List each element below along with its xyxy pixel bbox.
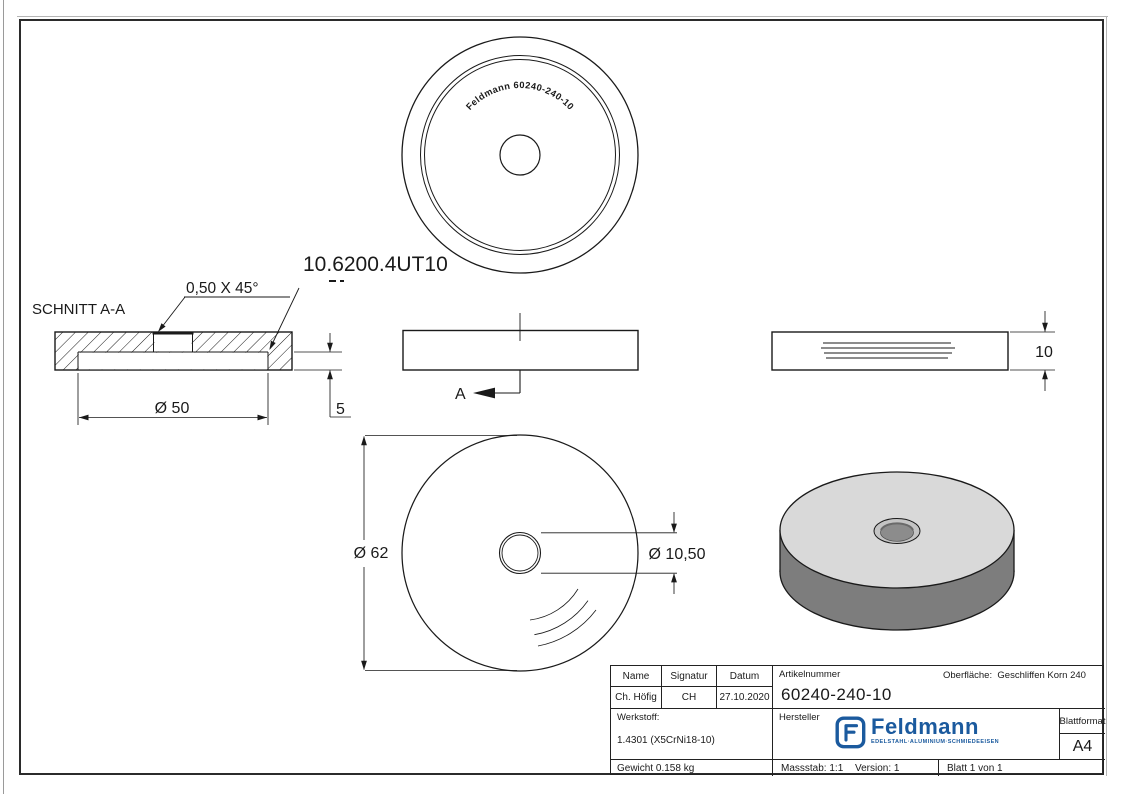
section-title: SCHNITT A-A [32,301,125,318]
grinding-arcs [529,588,597,647]
dim-recess-diameter: Ø 50 [77,373,269,425]
svg-text:Ø 10,50: Ø 10,50 [649,546,706,563]
frame-shadow-top [17,16,1108,17]
weight-value: Gewicht 0.158 kg [617,762,695,774]
top-view: Feldmann 60240-240-10 [401,36,639,274]
section-view: SCHNITT A-A 0,50 X 45° [32,280,351,425]
svg-text:Ø 62: Ø 62 [354,545,389,562]
sheet-number: Blatt 1 von 1 [947,762,1003,774]
title-block: Name Signatur Datum Ch. Höfig CH 27.10.2… [610,665,1105,776]
engraving-arc-text: Feldmann 60240-240-10 [464,80,576,112]
material-cell: Werkstoff: 1.4301 (X5CrNi18-10) [611,709,773,760]
manufacturer-label: Hersteller [779,712,820,723]
material-label: Werkstoff: [617,712,660,723]
section-arrow-label: A [455,386,466,403]
feldmann-logo: Feldmann EDELSTAHL·ALUMINIUM·SCHMIEDEEIS… [835,716,999,749]
surface-value: Geschliffen Korn 240 [997,670,1086,681]
dim-recess-depth: 5 [294,333,351,418]
article-label: Artikelnummer [779,669,841,680]
value-signature: CH [662,687,717,709]
article-cell: Artikelnummer Oberfläche: Geschliffen Ko… [773,666,1105,709]
chamfer-note: 0,50 X 45° [186,280,259,297]
scale-value: Massstab: 1:1 [781,762,844,774]
isometric-view [779,471,1015,631]
material-value: 1.4301 (X5CrNi18-10) [617,735,715,746]
scale-cell: Massstab: 1:1 Version: 1 [773,760,939,776]
frame-shadow-right [1106,16,1107,776]
header-signature: Signatur [662,666,717,687]
svg-text:10: 10 [1035,344,1053,361]
plan-view: Ø 62 Ø 10,50 [354,434,706,672]
weight-cell: Gewicht 0.158 kg [611,760,773,776]
dim-thickness: 10 [1010,311,1055,391]
value-name: Ch. Höfig [611,687,662,709]
front-view: A [402,313,639,403]
surface-finish: Oberfläche: Geschliffen Korn 240 [943,670,1086,681]
manufacturer-cell: Hersteller Feldmann EDELSTAHL·ALUMINIUM·… [773,709,1060,760]
sheet-cell: Blatt 1 von 1 [939,760,1105,776]
side-view: 10 [771,311,1055,391]
header-name: Name [611,666,662,687]
article-number: 60240-240-10 [781,685,892,704]
dim-hole-diameter: Ø 10,50 [541,512,706,594]
svg-text:Ø 50: Ø 50 [155,400,190,417]
logo-text: Feldmann [871,714,979,739]
drawing-frame [19,19,1104,775]
sheet-format-value: A4 [1060,734,1105,760]
value-date: 27.10.2020 [717,687,773,709]
version-value: Version: 1 [855,762,900,774]
window-edge-left [3,0,4,794]
sheet-format-label: Blattformat [1060,709,1105,734]
type-label: 10.6200.4UT10 [303,253,448,276]
surface-label: Oberfläche: [943,670,993,681]
feldmann-logo-icon [835,716,866,749]
svg-text:5: 5 [336,401,345,418]
logo-tagline: EDELSTAHL·ALUMINIUM·SCHMIEDEEISEN [871,739,1000,745]
header-date: Datum [717,666,773,687]
dim-outer-diameter: Ø 62 [354,435,517,671]
